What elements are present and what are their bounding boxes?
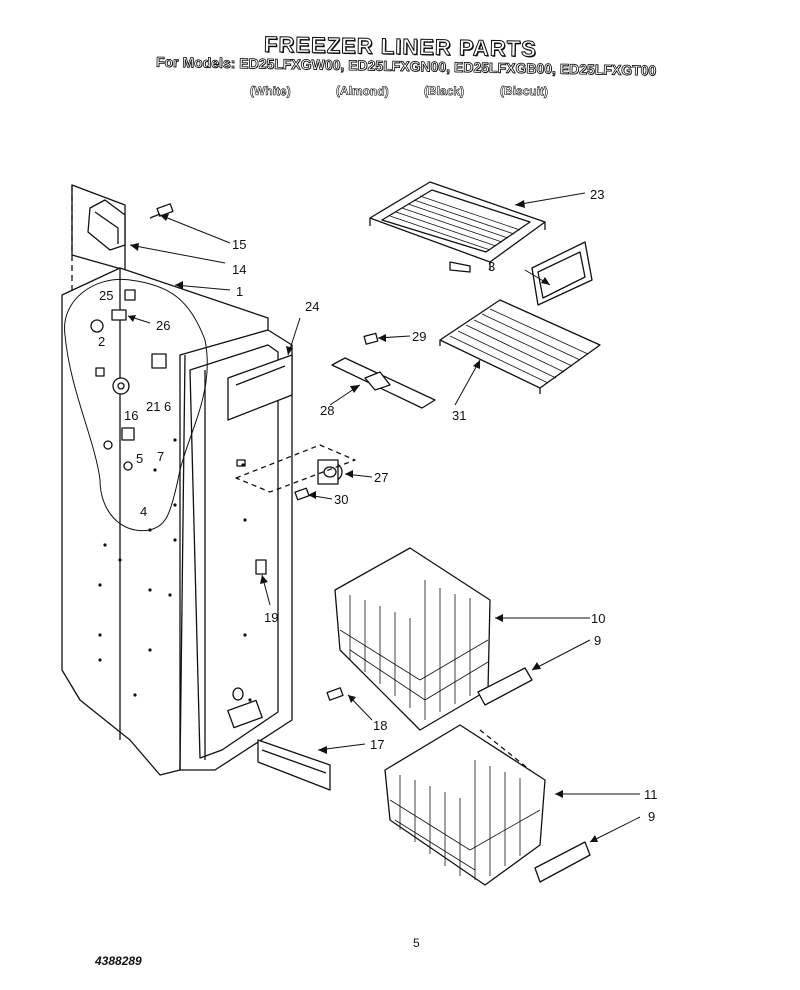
callout-29: 29 <box>412 329 426 344</box>
callout-25: 25 <box>99 288 113 303</box>
callout-9-lower: 9 <box>648 809 655 824</box>
screw-part-29 <box>363 332 379 345</box>
callout-21: 21 <box>146 399 160 414</box>
trim-part-17 <box>257 739 331 791</box>
callout-6: 6 <box>164 399 171 414</box>
callout-2: 2 <box>98 334 105 349</box>
bracket-part-14 <box>87 199 126 251</box>
callout-5: 5 <box>136 451 143 466</box>
leader-arrowheads <box>128 200 598 842</box>
callout-26: 26 <box>156 318 170 333</box>
basket-part-11 <box>384 724 546 886</box>
screw-part-30 <box>294 487 310 501</box>
callout-31: 31 <box>452 408 466 423</box>
callout-27: 27 <box>374 470 388 485</box>
callout-17: 17 <box>370 737 384 752</box>
small-components <box>90 289 246 471</box>
document-number: 4388289 <box>95 954 142 968</box>
basket-part-10 <box>334 547 491 731</box>
callout-1: 1 <box>236 284 243 299</box>
clip-part-19 <box>255 559 267 575</box>
rail-part-28 <box>331 357 436 409</box>
wire-shelf-part-31 <box>439 299 601 394</box>
callout-30: 30 <box>334 492 348 507</box>
page-number: 5 <box>413 936 420 950</box>
callout-16: 16 <box>124 408 138 423</box>
callout-9: 9 <box>594 633 601 648</box>
freezer-liner-body <box>61 184 293 776</box>
shelf-part-23 <box>369 181 546 273</box>
callout-19: 19 <box>264 610 278 625</box>
screw-part-15 <box>149 203 174 219</box>
callout-24: 24 <box>305 299 319 314</box>
callout-10: 10 <box>591 611 605 626</box>
callout-28: 28 <box>320 403 334 418</box>
screw-part-18 <box>326 687 344 701</box>
handle-part-9 <box>477 667 533 706</box>
callout-11: 11 <box>644 787 658 802</box>
handle-part-9-lower <box>534 841 591 883</box>
callout-23: 23 <box>590 187 604 202</box>
part-3 <box>531 241 593 306</box>
part-27 <box>235 444 356 493</box>
panel-part-24 <box>227 354 293 421</box>
callout-14: 14 <box>232 262 246 277</box>
callout-3: 3 <box>488 259 495 274</box>
callout-7: 7 <box>157 449 164 464</box>
callout-15: 15 <box>232 237 246 252</box>
callout-4: 4 <box>140 504 147 519</box>
callout-18: 18 <box>373 718 387 733</box>
